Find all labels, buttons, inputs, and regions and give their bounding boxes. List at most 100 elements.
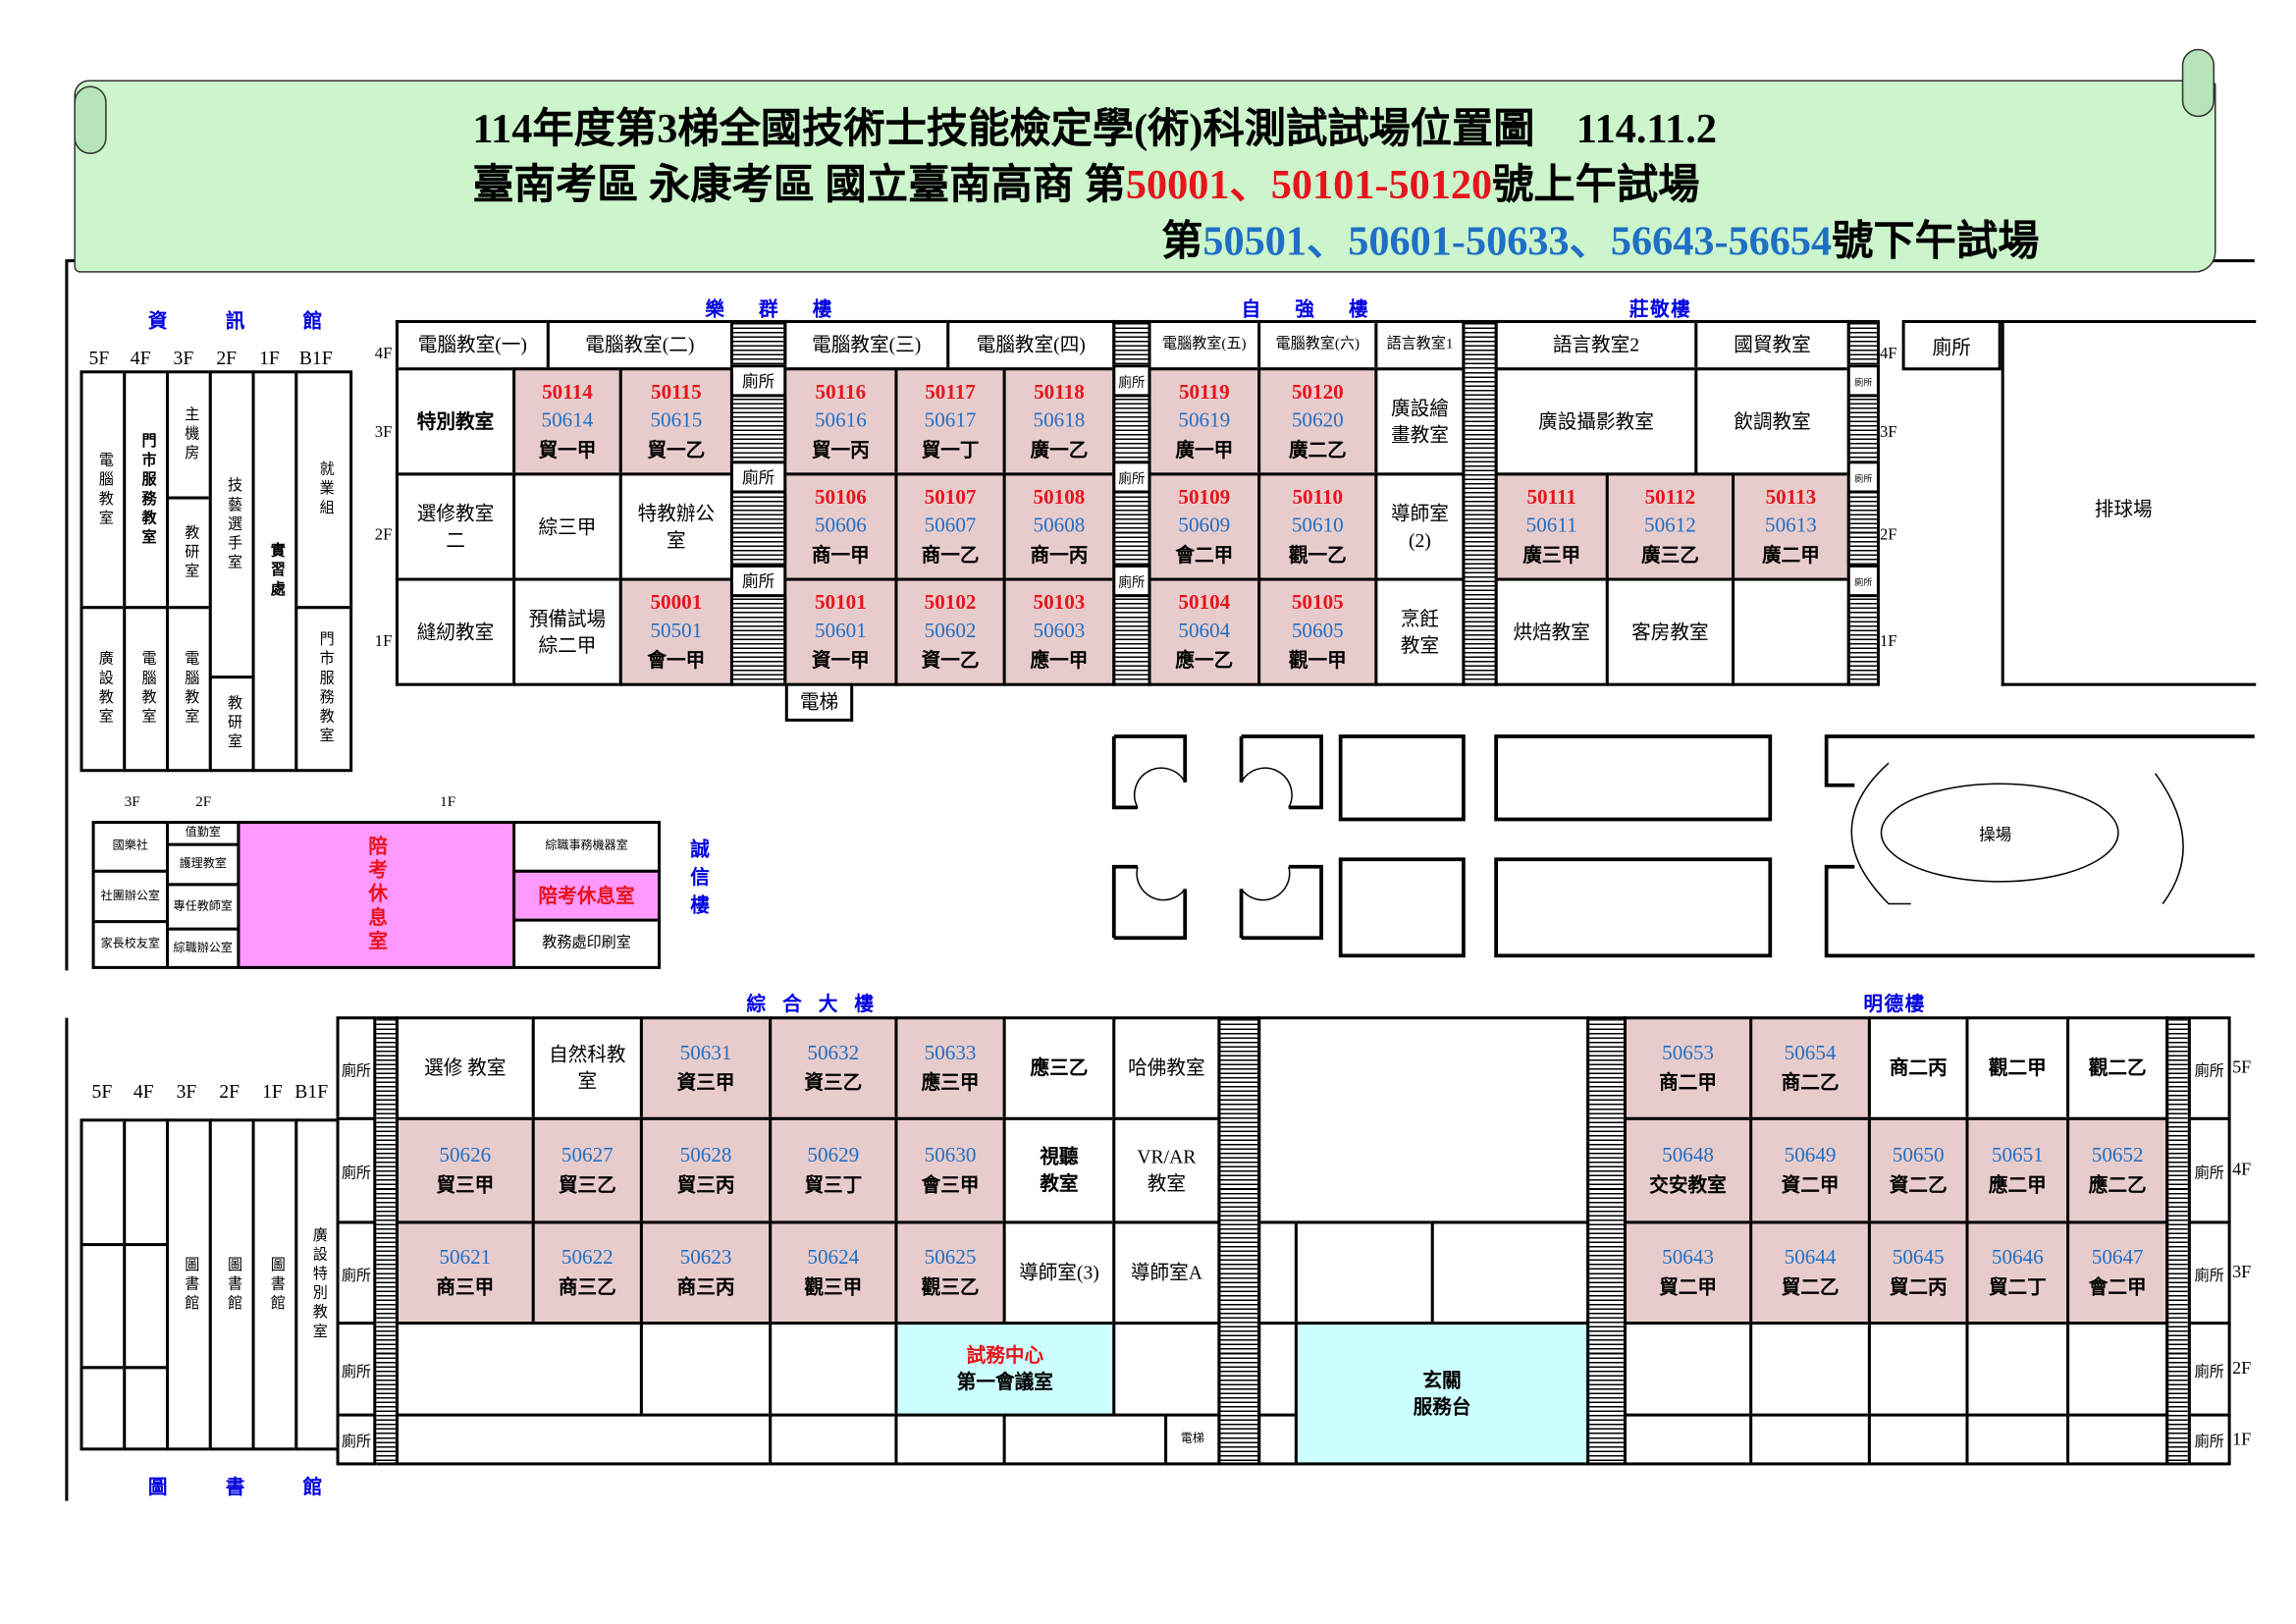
class-name: 會二甲 (2088, 1274, 2147, 1298)
class-name: 應二乙 (2088, 1172, 2147, 1196)
room-c2a: 門市服務教室 (123, 370, 170, 610)
empty-room (395, 1413, 773, 1466)
class-name: 廣二乙 (1288, 438, 1347, 460)
afternoon-room-number: 50647 (2091, 1247, 2144, 1270)
room-name: 自然科教 室 (549, 1044, 626, 1093)
title-line-2: 臺南考區 永康考區 國立臺南高商 第50001、50101-50120號上午試場 (472, 152, 1699, 211)
floor-label: 4F (374, 345, 393, 363)
afternoon-room-number: 50628 (679, 1145, 732, 1167)
toilet: 廁所 (336, 1220, 377, 1326)
room-name: 廣設教室 (94, 650, 112, 728)
room-name: 電腦教室 (137, 650, 155, 728)
afternoon-room-number: 50625 (924, 1247, 977, 1270)
empty-room (123, 1243, 170, 1370)
class-name: 廣一乙 (1030, 438, 1089, 460)
room-u4e: 電腦教室(五) (1148, 319, 1261, 371)
title-line-1: 114年度第3梯全國技術士技能檢定學(術)科測試試場位置圖 114.11.2 (472, 106, 1718, 153)
room-name: 技藝選手室 (224, 476, 240, 573)
afternoon-room-number: 50648 (1662, 1145, 1714, 1167)
room-c1a: 電腦教室 (80, 370, 127, 610)
room-u2b: 綜三甲 (512, 472, 622, 581)
outdoor-block-8 (1494, 857, 1773, 958)
floor-label: 1F (440, 793, 456, 811)
morning-room-number: 50108 (1033, 487, 1086, 510)
outdoor-block-4 (1239, 864, 1323, 941)
stairs-icon (1586, 1016, 1627, 1466)
room-name: 護理教室 (179, 856, 227, 870)
floor-label: 5F (2232, 1056, 2252, 1078)
class-name: 門市服務教室 (137, 431, 155, 548)
room-g2c: 專任教師室 (166, 883, 240, 931)
afternoon-room-number: 50609 (1178, 514, 1231, 538)
class-name: 觀二甲 (1988, 1056, 2047, 1079)
title-line-3-suffix: 號下午試場 (1832, 219, 2040, 266)
sports-area-map (1111, 734, 2255, 958)
volleyball-court (2001, 319, 2257, 686)
elevator: 電梯 (784, 682, 854, 722)
morning-rooms: 50001、50101-50120 (1125, 162, 1493, 209)
morning-room-number: 50101 (814, 592, 867, 615)
building-label-chengxin: 誠信樓 (687, 839, 710, 924)
room-c4b: 教研室 (208, 676, 255, 773)
empty-room (1623, 1322, 1753, 1417)
track-curve-right (2155, 773, 2184, 904)
empty-room (1965, 1413, 2070, 1466)
room-r3e[interactable]: 50647 會二甲 (2066, 1220, 2169, 1326)
class-name: 資一乙 (921, 648, 980, 672)
floor-label: 1F (2232, 1427, 2252, 1449)
floor-label: 4F (2232, 1159, 2252, 1180)
room-u1b: 預備試場 綜二甲 (512, 577, 622, 686)
room-g1b: 社團辦公室 (91, 869, 170, 924)
empty-room (1749, 1322, 1871, 1417)
room-c1b: 廣設教室 (80, 606, 127, 773)
room-name: 教研室 (224, 694, 240, 753)
morning-room-number: 50119 (1178, 382, 1230, 405)
floor-label: 2F (195, 793, 212, 811)
